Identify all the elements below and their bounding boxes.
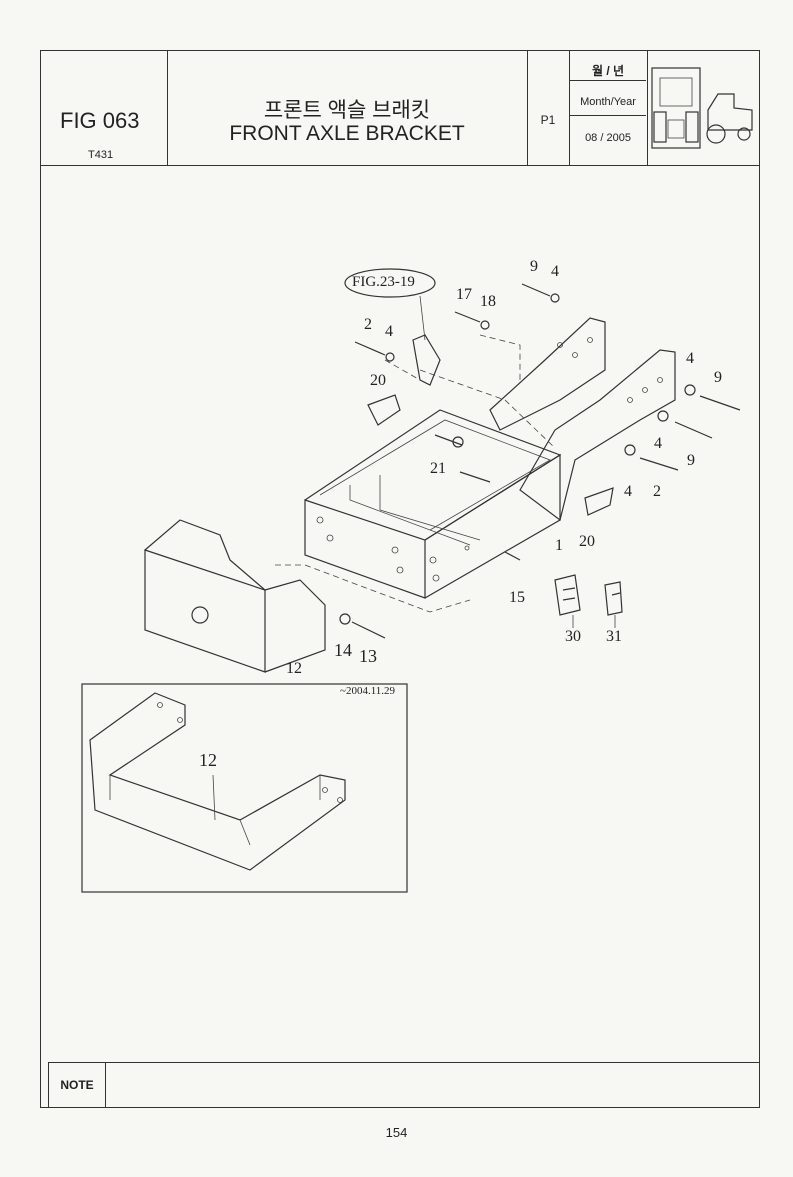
callout-4-right-2: 4 [654,435,662,452]
callout-13: 13 [359,646,377,666]
side-rail [519,349,676,522]
date-value: 08 / 2005 [585,132,631,144]
axle-bracket-frame [304,499,426,599]
tractor-icon [651,67,753,149]
callout-9-right-1: 9 [714,369,722,386]
callout-12-inset: 12 [199,750,217,770]
bracket-20-right [584,487,614,516]
title-cell: 프론트 액슬 브래킷 FRONT AXLE BRACKET [168,50,528,165]
page-number: 154 [385,1125,408,1140]
note-label: NOTE [49,1063,106,1107]
inset-box [81,683,408,893]
reference-bracket [412,334,441,386]
callout-30: 30 [565,628,581,645]
model-code: T431 [88,149,114,161]
callout-9-right-2: 9 [687,452,695,469]
callout-14: 14 [334,640,352,660]
shim-31 [604,581,623,616]
callout-2-right: 2 [653,483,661,500]
inset-bracket-12 [89,692,346,871]
fig-number: FIG 063 [60,108,140,133]
date-label: Month/Year [580,96,636,108]
callout-15: 15 [509,589,525,606]
callout-20-top: 20 [370,372,386,389]
callout-4-top: 4 [551,263,559,280]
callout-12: 12 [286,660,302,677]
fig-cell: FIG 063 T431 [40,50,168,165]
callout-31: 31 [606,628,622,645]
callout-20-right: 20 [579,533,595,550]
callout-4-right-1: 4 [686,350,694,367]
callout-21: 21 [430,460,446,477]
date-cell: 월 / 년 Month/Year 08 / 2005 [570,50,648,165]
shim-30 [554,574,581,616]
title-korean: 프론트 액슬 브래킷 [263,99,431,122]
date-label-korean: 월 / 년 [591,64,625,78]
tractor-icon-cell [648,50,760,165]
fig-reference-label: FIG.23-19 [352,274,415,290]
title-english: FRONT AXLE BRACKET [229,122,465,145]
page-code-cell: P1 [528,50,570,165]
bolts [339,283,741,639]
bracket-20-top [367,394,401,426]
callout-1: 1 [555,537,563,554]
note-box: NOTE [48,1062,760,1108]
callout-4-left: 4 [385,323,393,340]
callout-17: 17 [456,286,472,303]
callout-18: 18 [480,293,496,310]
inset-date: ~2004.11.29 [340,685,396,697]
title-block: FIG 063 T431 프론트 액슬 브래킷 FRONT AXLE BRACK… [40,50,760,166]
fig-reference-bubble [344,268,436,298]
page-code: P1 [540,113,556,127]
bracket-12 [144,549,266,673]
callout-2-left: 2 [364,316,372,333]
callout-4-right-3: 4 [624,483,632,500]
callout-9-top: 9 [530,258,538,275]
